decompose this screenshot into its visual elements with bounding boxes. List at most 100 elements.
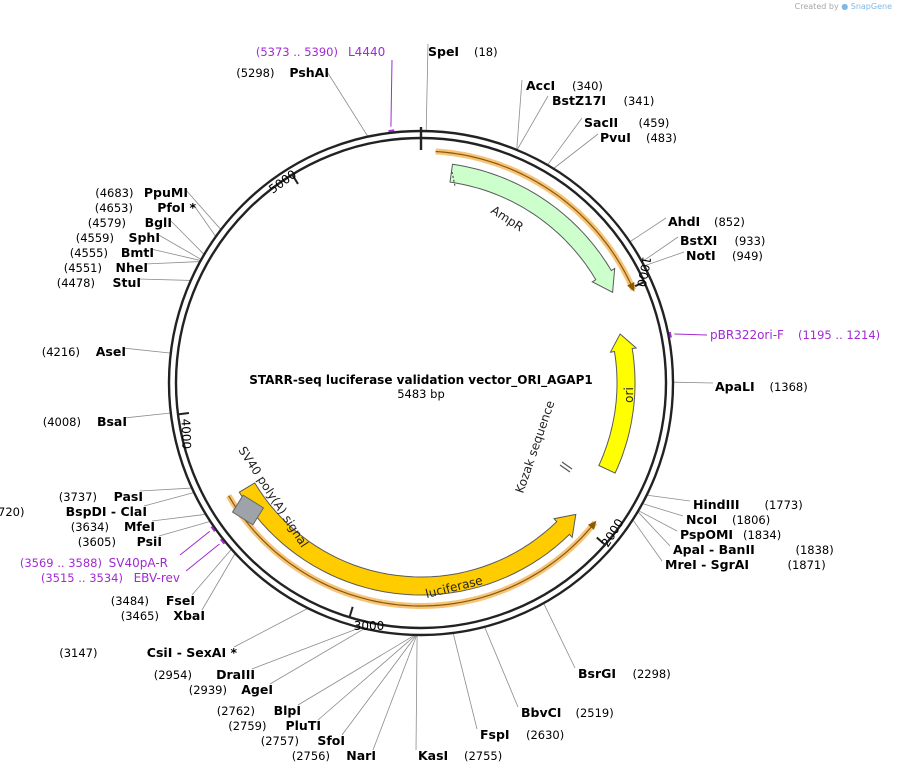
- primer-range: (1195 .. 1214): [798, 328, 880, 342]
- enzyme-site-apai-banii[interactable]: ApaI - BanII(1838): [673, 542, 834, 557]
- credit-text: Created by: [794, 2, 839, 11]
- enzyme-name: BstZ17I: [552, 93, 606, 108]
- feature-sv40-poly-a-signal[interactable]: [231, 494, 265, 526]
- feature-ori[interactable]: [598, 333, 638, 474]
- enzyme-site-sphi[interactable]: SphI (4559): [76, 230, 160, 245]
- enzyme-position: (4559): [76, 231, 114, 245]
- enzyme-position: (4653): [95, 201, 133, 215]
- enzyme-site-bstz17i[interactable]: BstZ17I(341): [552, 93, 654, 108]
- enzyme-position: (459): [639, 116, 670, 130]
- snapgene-credit: Created by ● SnapGene: [795, 2, 892, 11]
- enzyme-site-bmti[interactable]: BmtI(4555): [70, 245, 154, 260]
- enzyme-site-kasi[interactable]: KasI(2755): [418, 748, 502, 763]
- enzyme-site-noti[interactable]: NotI(949): [686, 248, 763, 263]
- enzyme-leader-asei: [122, 347, 171, 354]
- enzyme-site-spei[interactable]: SpeI(18): [428, 44, 498, 59]
- enzyme-leader-agei: [269, 628, 365, 685]
- enzyme-position: (1773): [765, 498, 803, 512]
- feature-kozak-mark-b[interactable]: [559, 464, 571, 473]
- enzyme-leader-csii-sexai: [233, 607, 309, 648]
- enzyme-name: AhdI: [668, 214, 700, 229]
- feature-luciferase[interactable]: [238, 482, 577, 596]
- enzyme-site-pvui[interactable]: PvuI(483): [600, 130, 677, 145]
- primer-range: (3515 .. 3534): [41, 571, 123, 585]
- enzyme-leader-xbai: [201, 553, 236, 611]
- enzyme-name: ApaLI: [715, 379, 755, 394]
- enzyme-name: BstXI: [680, 233, 717, 248]
- enzyme-site-ahdi[interactable]: AhdI(852): [668, 214, 745, 229]
- primer-pbr322ori-f[interactable]: pBR322ori-F(1195 .. 1214): [668, 328, 880, 342]
- enzyme-site-sacii[interactable]: SacII(459): [584, 115, 669, 130]
- enzyme-site-bsai[interactable]: BsaI(4008): [43, 414, 127, 429]
- enzyme-leader-sphi: [156, 233, 202, 260]
- enzyme-leader-mrei-sgrai: [632, 519, 663, 562]
- enzyme-site-nhei[interactable]: NheI(4551): [64, 260, 148, 275]
- enzyme-site-blpi[interactable]: BlpI(2762): [217, 703, 301, 718]
- enzyme-site-xbai[interactable]: XbaI(3465): [121, 608, 205, 623]
- enzyme-site-mrei-sgrai[interactable]: MreI - SgrAI(1871): [665, 557, 826, 572]
- enzyme-site-bsrgi[interactable]: BsrGI(2298): [578, 666, 671, 681]
- enzyme-name: FspI: [480, 727, 510, 742]
- enzyme-site-ncoi[interactable]: NcoI(1806): [686, 512, 770, 527]
- enzyme-position: (1838): [796, 543, 834, 557]
- enzyme-leader-bsai: [123, 412, 171, 419]
- enzyme-name: NotI: [686, 248, 716, 263]
- enzyme-site-pasi[interactable]: PasI(3737): [59, 489, 143, 504]
- enzyme-position: (2630): [526, 728, 564, 742]
- enzyme-site-bspdi-clai[interactable]: BspDI - ClaI(3720): [0, 504, 147, 519]
- enzyme-position: (2298): [633, 667, 671, 681]
- enzyme-name: PsiI: [137, 534, 162, 549]
- enzyme-site-draiii[interactable]: DraIII(2954): [154, 667, 255, 682]
- enzyme-position: (2756): [292, 749, 330, 763]
- enzyme-name: AccI: [526, 78, 555, 93]
- enzyme-leader-pfoi: [192, 203, 217, 237]
- enzyme-site-acci[interactable]: AccI(340): [526, 78, 603, 93]
- feature-ampr[interactable]: [449, 163, 616, 294]
- enzyme-site-pspomi[interactable]: PspOMI (1834): [680, 527, 781, 542]
- enzyme-name: PshAI: [289, 65, 329, 80]
- enzyme-leader-fsei: [191, 548, 232, 596]
- primer-mark: [388, 129, 395, 133]
- enzyme-site-agei[interactable]: AgeI(2939): [189, 682, 273, 697]
- enzyme-site-pshai[interactable]: PshAI(5298): [236, 65, 329, 80]
- site-labels: SpeI(18)AccI(340)BstZ17I(341)SacII(459)P…: [0, 44, 834, 763]
- enzyme-site-ppumi[interactable]: PpuMI(4683): [95, 185, 188, 200]
- enzyme-site-asei[interactable]: AseI(4216): [42, 344, 126, 359]
- enzyme-site-hindiii[interactable]: HindIII(1773): [693, 497, 803, 512]
- enzyme-site-mfei[interactable]: MfeI(3634): [71, 519, 155, 534]
- enzyme-position: (1834): [743, 528, 781, 542]
- enzyme-site-fsei[interactable]: FseI(3484): [111, 593, 195, 608]
- enzyme-leader-bstz17i: [516, 95, 549, 151]
- feature-label-kozak-sequence: Kozak sequence: [513, 399, 558, 495]
- enzyme-leader-sfoi: [341, 634, 417, 736]
- enzyme-name: PluTI: [285, 718, 321, 733]
- tick-label-1000: 1000: [634, 255, 654, 288]
- enzyme-site-pfoi[interactable]: PfoI *(4653): [95, 200, 197, 215]
- enzyme-position: (4008): [43, 415, 81, 429]
- enzyme-site-psii[interactable]: PsiI(3605): [78, 534, 162, 549]
- enzyme-site-bgli[interactable]: BglI(4579): [88, 215, 172, 230]
- enzyme-leader-nari: [372, 634, 418, 751]
- enzyme-name: PspOMI: [680, 527, 733, 542]
- enzyme-name: PpuMI: [144, 185, 188, 200]
- enzyme-site-bstxi[interactable]: BstXI(933): [680, 233, 765, 248]
- primer-sv40pa-r[interactable]: SV40pA-R(3569 .. 3588): [20, 526, 216, 570]
- enzyme-site-sfoi[interactable]: SfoI(2757): [261, 733, 345, 748]
- enzyme-site-pluti[interactable]: PluTI(2759): [228, 718, 321, 733]
- enzyme-leader-kasi: [415, 634, 418, 751]
- feature-kozak-mark-a[interactable]: [561, 461, 573, 470]
- enzyme-site-apali[interactable]: ApaLI(1368): [715, 379, 808, 394]
- enzyme-site-stui[interactable]: StuI(4478): [57, 275, 141, 290]
- enzyme-site-nari[interactable]: NarI(2756): [292, 748, 376, 763]
- primer-mark: [219, 538, 226, 545]
- enzyme-position: (3147): [59, 646, 97, 660]
- enzyme-position: (3484): [111, 594, 149, 608]
- enzyme-site-fspi[interactable]: FspI (2630): [480, 727, 564, 742]
- enzyme-site-csii-sexai[interactable]: CsiI - SexAI *(3147): [59, 645, 237, 660]
- enzyme-leader-bsrgi: [543, 602, 576, 669]
- enzyme-leader-spei: [425, 43, 429, 132]
- primer-ebv-rev[interactable]: EBV-rev(3515 .. 3534): [41, 538, 226, 585]
- enzyme-name: SphI: [128, 230, 160, 245]
- primer-l4440[interactable]: L4440(5373 .. 5390): [256, 45, 395, 133]
- enzyme-site-bbvci[interactable]: BbvCI(2519): [521, 705, 614, 720]
